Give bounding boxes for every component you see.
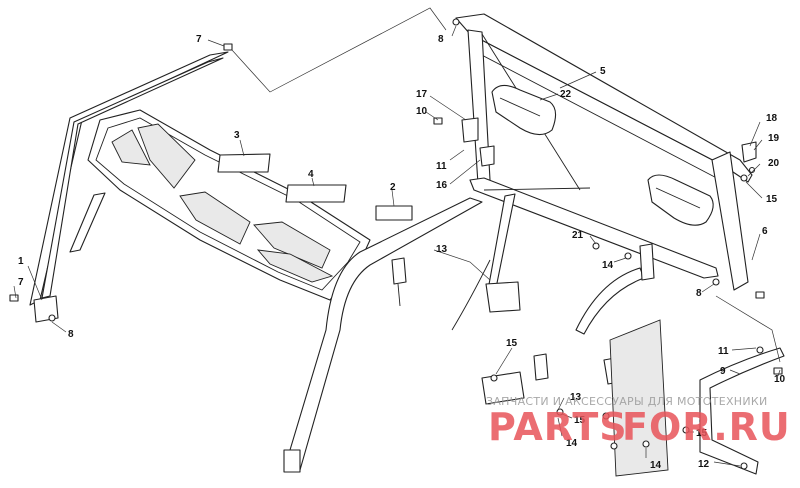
callout-14: 14 [650,460,662,471]
callout-15: 15 [696,428,708,439]
callout-9: 9 [720,366,726,377]
callout-5: 5 [600,66,606,77]
callout-13: 13 [570,392,582,403]
callout-19: 19 [768,133,780,144]
callout-21: 21 [572,230,584,241]
callout-18: 18 [766,113,778,124]
callout-3: 3 [234,130,240,141]
grab-handle-upper [491,84,557,136]
callout-10: 10 [774,374,786,385]
watermark: ЗАПЧАСТИ И АКСЕССУАРЫ ДЛЯ МОТОТЕХНИКИ PA… [486,395,791,449]
callout-2: 2 [390,182,396,193]
callout-16: 16 [436,180,448,191]
leader-lines [13,7,781,467]
grab-handle-lower [647,174,714,226]
callout-7: 7 [18,277,24,288]
callout-8: 8 [438,34,444,45]
watermark-tagline: ЗАПЧАСТИ И АКСЕССУАРЫ ДЛЯ МОТОТЕХНИКИ [486,395,768,408]
center-roll-tube [283,197,483,473]
callout-7: 7 [196,34,202,45]
callout-4: 4 [308,169,314,180]
callout-17: 17 [416,89,428,100]
callout-15: 15 [574,415,586,426]
right-side-bar [699,347,785,475]
seat-belt-assembly-left [391,193,521,331]
rear-frame [455,13,753,291]
callout-12: 12 [698,459,710,470]
callout-15: 15 [506,338,518,349]
callout-14: 14 [602,260,614,271]
callout-1: 1 [18,256,24,267]
callout-13: 13 [436,244,448,255]
callout-8: 8 [68,329,74,340]
callout-labels: 7 8 5 22 17 10 3 4 2 11 16 18 19 20 15 6… [18,34,786,471]
front-roof-panel [87,109,371,301]
callout-14: 14 [566,438,578,449]
hardware [9,18,783,470]
callout-6: 6 [762,226,768,237]
watermark-brand-left: PARTS [488,405,628,449]
decals [217,153,413,221]
watermark-brand-right: FOR.RU [622,405,791,449]
callout-10: 10 [416,106,428,117]
callout-22: 22 [560,89,572,100]
callout-15: 15 [766,194,778,205]
callout-11: 11 [436,161,447,172]
callout-8: 8 [696,288,702,299]
callout-11: 11 [718,346,729,357]
callout-20: 20 [768,158,780,169]
